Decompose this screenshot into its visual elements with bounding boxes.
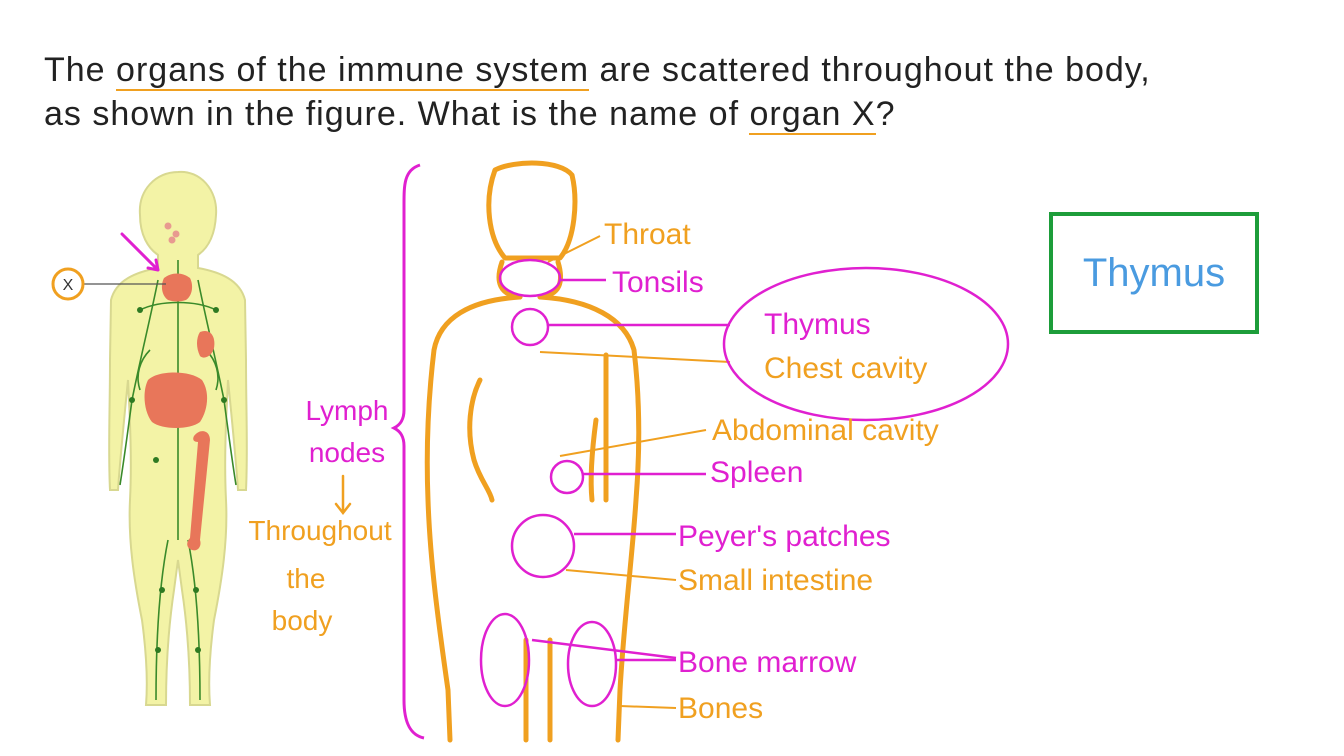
thymus-ring xyxy=(510,307,550,347)
label-throat: Throat xyxy=(604,218,691,251)
label-nodes: nodes xyxy=(309,437,385,468)
question-text-part: are scattered throughout the body, xyxy=(589,51,1151,89)
label-spleen: Spleen xyxy=(710,456,803,489)
question-text: The organs of the immune system are scat… xyxy=(44,48,1304,136)
question-line-2: as shown in the figure. What is the name… xyxy=(44,92,1304,136)
label-peyers-patches: Peyer's patches xyxy=(678,520,891,553)
label-tonsils: Tonsils xyxy=(612,266,704,299)
label-thymus: Thymus xyxy=(764,308,871,341)
down-arrow xyxy=(334,474,352,516)
spleen-organ xyxy=(197,330,215,358)
magenta-markers xyxy=(479,258,1010,708)
lymphatic-body-figure: X xyxy=(51,170,248,706)
tonsils-ring xyxy=(498,258,562,298)
orange-leader-lines xyxy=(539,235,731,709)
label-throughout: Throughout xyxy=(248,515,391,546)
answer-text: Thymus xyxy=(1082,250,1226,295)
question-highlight-organ-x: organ X xyxy=(749,95,876,135)
pointer-arrow xyxy=(120,232,160,272)
question-text-part: ? xyxy=(875,95,896,133)
question-highlight-organs: organs of the immune system xyxy=(116,51,590,91)
spleen-ring xyxy=(549,459,585,495)
bone-marrow-ring-right xyxy=(566,620,618,708)
lymph-bracket xyxy=(390,163,425,740)
bone-marrow-ring-left xyxy=(479,612,531,708)
organ-x-marker-label: X xyxy=(63,277,74,294)
tonsil-markers xyxy=(164,222,180,244)
label-abdominal-cavity: Abdominal cavity xyxy=(712,414,939,447)
answer-box: Thymus xyxy=(1049,212,1259,334)
intestine-organ xyxy=(144,372,208,428)
femur-bone xyxy=(187,431,210,551)
question-text-part: The xyxy=(44,51,117,89)
organ-x-marker xyxy=(51,267,85,301)
label-the: the xyxy=(287,563,326,594)
question-text-part: as shown in the figure. What is the name… xyxy=(44,95,750,133)
label-lymph: Lymph xyxy=(305,395,388,426)
peyers-patches-ring xyxy=(510,513,576,579)
thymus-organ xyxy=(161,273,193,302)
question-line-1: The organs of the immune system are scat… xyxy=(44,48,1304,92)
label-small-intestine: Small intestine xyxy=(678,564,873,597)
label-chest-cavity: Chest cavity xyxy=(764,352,927,385)
thymus-chest-callout xyxy=(722,266,1010,422)
label-body: body xyxy=(272,605,333,636)
label-bones: Bones xyxy=(678,692,763,725)
label-bone-marrow: Bone marrow xyxy=(678,646,857,679)
